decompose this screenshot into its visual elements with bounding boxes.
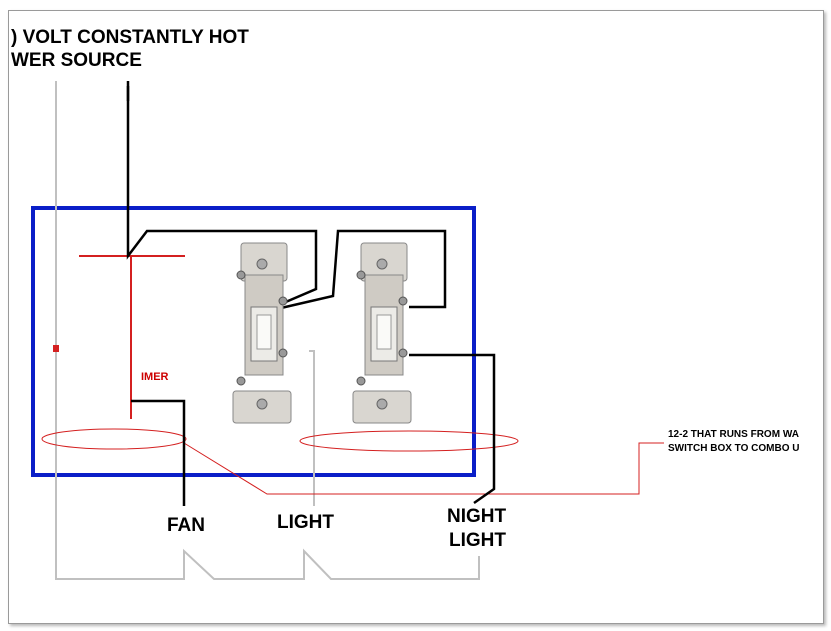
wiring-diagram: ) VOLT CONSTANTLY HOT WER SOURCE IMER FA… [11,27,799,580]
red-wires [79,255,185,419]
switch-box-outline [31,206,476,477]
diagram-frame: ) VOLT CONSTANTLY HOT WER SOURCE IMER FA… [8,10,824,624]
red-marker [53,345,59,352]
title-line-2: WER SOURCE [11,50,142,71]
switch-light-fan [232,242,292,424]
fan-label: FAN [167,515,205,536]
title-line-1: ) VOLT CONSTANTLY HOT [11,27,249,48]
light-label: LIGHT [277,512,334,533]
switch-night-light [352,242,412,424]
neutral-wire [55,81,480,580]
note-line-1: 12-2 THAT RUNS FROM WA [668,429,799,440]
night-light-label-2: LIGHT [449,530,506,551]
night-light-label-1: NIGHT [447,506,507,527]
cable-annotation [41,428,664,495]
note-line-2: SWITCH BOX TO COMBO U [668,443,799,454]
timer-label: IMER [141,371,169,383]
hot-wires [126,81,496,506]
